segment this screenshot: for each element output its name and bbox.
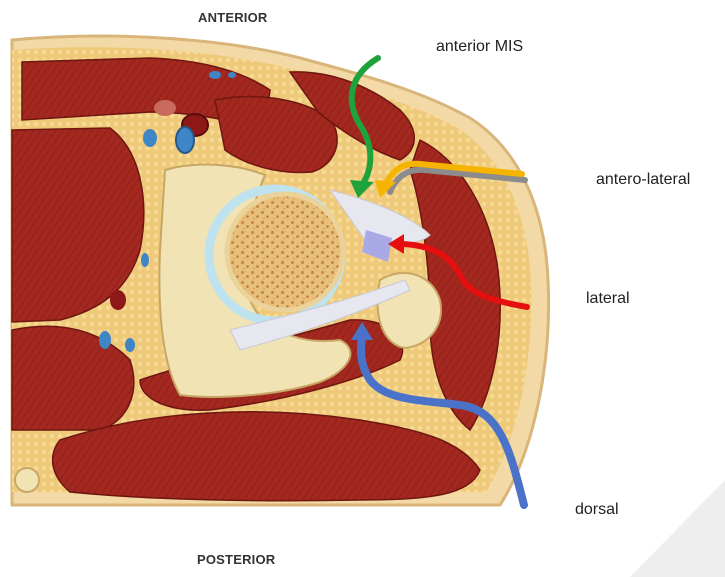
corner-decoration — [630, 480, 725, 577]
sciatic-nerve — [15, 468, 39, 492]
antero-lateral-label: antero-lateral — [596, 171, 690, 189]
dorsal-label: dorsal — [575, 501, 619, 519]
orientation-label-posterior: POSTERIOR — [197, 552, 275, 567]
anterior-mis-label: anterior MIS — [436, 38, 523, 56]
orientation-label-anterior: ANTERIOR — [198, 10, 268, 25]
lateral-label: lateral — [586, 290, 630, 308]
femoral-head — [227, 194, 343, 310]
